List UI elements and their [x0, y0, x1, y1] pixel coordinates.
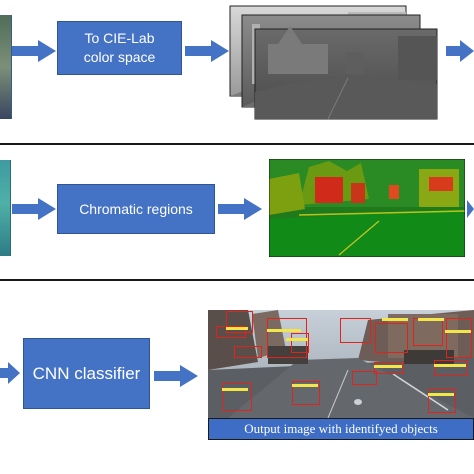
- detection-box: [222, 383, 252, 411]
- chromatic-region-map: [269, 159, 465, 257]
- arrow-to-cnn-step: [0, 362, 20, 384]
- detection-tag: [292, 384, 318, 387]
- detection-box: [340, 318, 371, 343]
- detection-box: [352, 371, 377, 385]
- output-caption-bar: Output image with identifyed objects: [208, 418, 474, 440]
- chromatic-regions-box: Chromatic regions: [57, 184, 215, 234]
- detection-box: [446, 318, 472, 358]
- detection-tag: [374, 365, 402, 368]
- arrow-row2-out-icon: [467, 200, 474, 218]
- lab-conversion-label: To CIE-Lab color space: [83, 30, 156, 65]
- arrow-to-lab-step: [12, 40, 56, 62]
- arrow-row1-out: [446, 40, 474, 62]
- detection-box: [428, 389, 456, 413]
- detection-box: [216, 326, 246, 338]
- divider-bottom: [0, 279, 474, 281]
- cnn-classifier-box: CNN classifier: [23, 338, 150, 409]
- detection-box: [292, 381, 320, 405]
- cnn-classifier-label: CNN classifier: [32, 363, 141, 383]
- detection-box: [226, 311, 253, 333]
- detection-box: [291, 333, 309, 353]
- arrow-to-chromatic-map: [218, 198, 262, 220]
- detection-tag: [434, 364, 466, 367]
- detection-box: [234, 346, 262, 358]
- lab-conversion-box: To CIE-Lab color space: [57, 21, 182, 75]
- lab-channel-b: [254, 26, 438, 120]
- chromatic-regions-label: Chromatic regions: [79, 201, 193, 217]
- detection-box: [434, 360, 468, 376]
- detection-box: [375, 323, 408, 353]
- detection-tag: [445, 330, 471, 333]
- lab-input-partial: [0, 160, 11, 256]
- detection-tag: [428, 393, 454, 396]
- detection-box: [413, 318, 443, 346]
- divider-top: [0, 143, 474, 145]
- output-caption: Output image with identifyed objects: [244, 421, 438, 436]
- detection-tag: [382, 318, 408, 321]
- arrow-to-output: [154, 365, 198, 387]
- detection-tag: [286, 338, 308, 341]
- detection-box: [374, 362, 404, 374]
- detection-tag: [222, 388, 248, 391]
- detection-tag: [418, 318, 444, 321]
- lab-channel-stack: [229, 5, 438, 120]
- detection-tag: [267, 329, 301, 332]
- arrow-to-lab-channels: [185, 40, 229, 62]
- arrow-to-chromatic-step: [12, 198, 56, 220]
- detection-tag: [226, 327, 248, 330]
- input-image-partial: [0, 15, 12, 119]
